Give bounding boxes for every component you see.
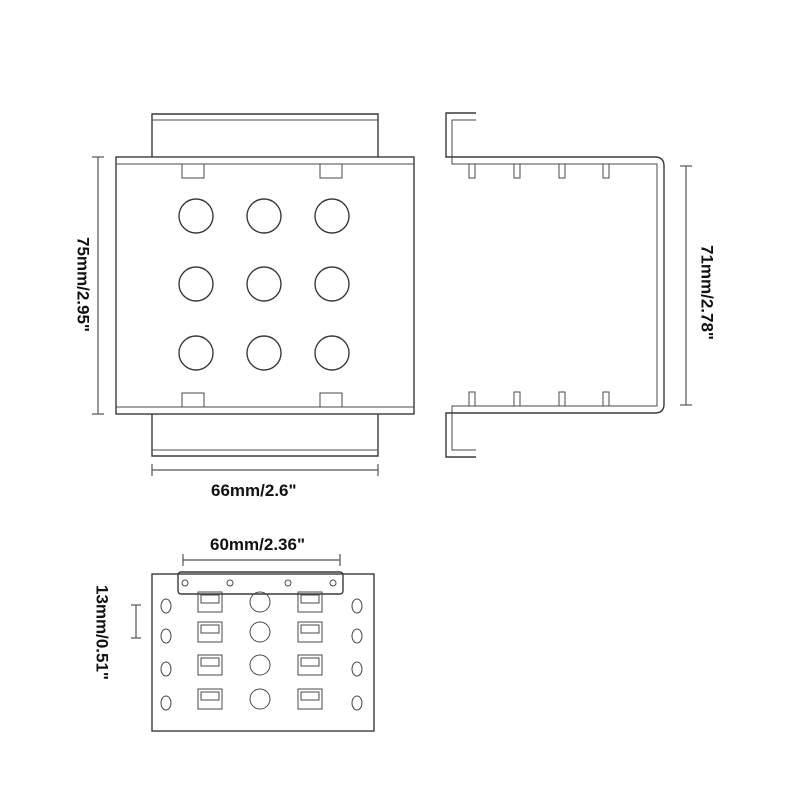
- square-tab-inner: [300, 657, 320, 667]
- square-tab-inner: [200, 624, 220, 634]
- side-tabs-bottom: [468, 391, 610, 406]
- front-hole: [246, 198, 282, 234]
- side-tab-top: [513, 164, 521, 179]
- depth-bottom-label: 13mm/0.51": [92, 584, 112, 680]
- side-tab-top: [602, 164, 610, 179]
- dimension-lines: [92, 156, 692, 639]
- square-tab-inner: [200, 594, 220, 604]
- front-hole: [246, 266, 282, 302]
- front-hole-grid: [178, 198, 350, 371]
- center-hole: [249, 591, 271, 613]
- side-oval-right: [351, 628, 363, 644]
- side-oval-right: [351, 695, 363, 711]
- side-oval-left: [160, 628, 172, 644]
- front-hole: [314, 335, 350, 371]
- center-hole: [249, 654, 271, 676]
- front-hole: [178, 266, 214, 302]
- bottom-feature-grid: [160, 591, 363, 711]
- side-oval-left: [160, 661, 172, 677]
- square-tab-inner: [300, 691, 320, 701]
- center-hole: [249, 688, 271, 710]
- front-hole: [178, 335, 214, 371]
- square-tab: [197, 688, 223, 710]
- width-bottom-label: 60mm/2.36": [210, 535, 306, 554]
- side-oval-left: [160, 695, 172, 711]
- square-tab-inner: [300, 624, 320, 634]
- side-oval-left: [160, 598, 172, 614]
- front-hole: [314, 266, 350, 302]
- front-hole: [314, 198, 350, 234]
- side-tab-bottom: [602, 391, 610, 406]
- side-view: [445, 112, 665, 458]
- side-tabs-top: [468, 164, 610, 179]
- side-oval-right: [351, 661, 363, 677]
- square-tab: [297, 654, 323, 676]
- center-hole: [249, 621, 271, 643]
- side-tab-bottom: [513, 391, 521, 406]
- square-tab-inner: [200, 691, 220, 701]
- front-view: [115, 113, 415, 457]
- square-tab: [197, 591, 223, 613]
- side-oval-right: [351, 598, 363, 614]
- height-front-label: 75mm/2.95": [73, 236, 93, 332]
- square-tab-inner: [300, 594, 320, 604]
- bottom-view: [151, 571, 375, 732]
- square-tab: [297, 591, 323, 613]
- square-tab: [197, 621, 223, 643]
- height-side-label: 71mm/2.78": [697, 244, 717, 340]
- side-tab-bottom: [468, 391, 476, 406]
- square-tab-inner: [200, 657, 220, 667]
- square-tab: [297, 688, 323, 710]
- front-hole: [246, 335, 282, 371]
- width-front-label: 66mm/2.6": [211, 481, 297, 500]
- front-hole: [178, 198, 214, 234]
- side-tab-top: [558, 164, 566, 179]
- side-tab-top: [468, 164, 476, 179]
- square-tab: [297, 621, 323, 643]
- side-tab-bottom: [558, 391, 566, 406]
- square-tab: [197, 654, 223, 676]
